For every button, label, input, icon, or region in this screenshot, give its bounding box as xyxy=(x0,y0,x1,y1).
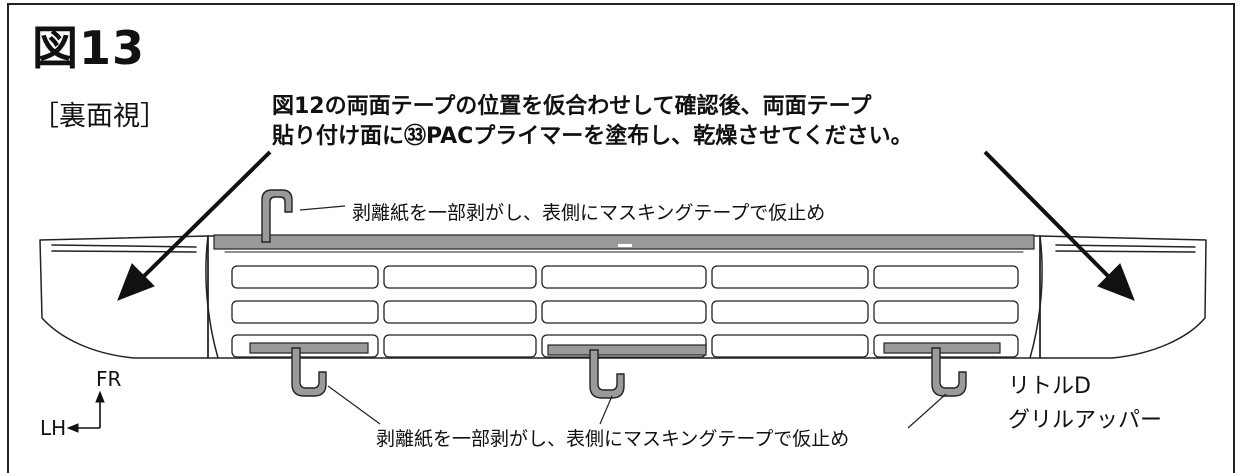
instruction-text: 図12の両面テープの位置を仮合わせして確認後、両面テープ 貼り付け面に㉝PACプ… xyxy=(272,92,913,152)
view-label: ［裏面視］ xyxy=(32,101,167,132)
tape-strip-top xyxy=(213,234,1035,250)
louver-slots xyxy=(231,265,1019,358)
orientation-lh-label: LH xyxy=(40,416,67,440)
part-name-label: リトルD グリルアッパー xyxy=(1008,370,1162,438)
grille-body xyxy=(207,235,1041,359)
part-name-line-1: リトルD xyxy=(1008,374,1091,399)
release-tab-top xyxy=(261,189,293,243)
left-wing xyxy=(39,235,209,359)
right-wing xyxy=(1039,235,1207,359)
orientation-arrows xyxy=(66,390,105,433)
leader-lines xyxy=(299,205,947,429)
figure-frame xyxy=(7,3,1235,473)
arrow-right xyxy=(983,150,1135,301)
release-tabs-bottom xyxy=(291,347,967,399)
instruction-line-1: 図12の両面テープの位置を仮合わせして確認後、両面テープ xyxy=(272,94,872,119)
orientation-fr-label: FR xyxy=(96,367,122,391)
arrow-left xyxy=(117,150,272,301)
part-name-line-2: グリルアッパー xyxy=(1008,408,1163,433)
figure-title: 図13 xyxy=(32,21,146,75)
instruction-line-2: 貼り付け面に㉝PACプライマーを塗布し、乾燥させてください。 xyxy=(272,124,913,149)
callout-bottom: 剥離紙を一部剥がし、表側にマスキングテープで仮止め xyxy=(376,428,850,450)
tape-strips-bottom xyxy=(249,342,1001,356)
callout-top: 剥離紙を一部剥がし、表側にマスキングテープで仮止め xyxy=(352,202,826,224)
